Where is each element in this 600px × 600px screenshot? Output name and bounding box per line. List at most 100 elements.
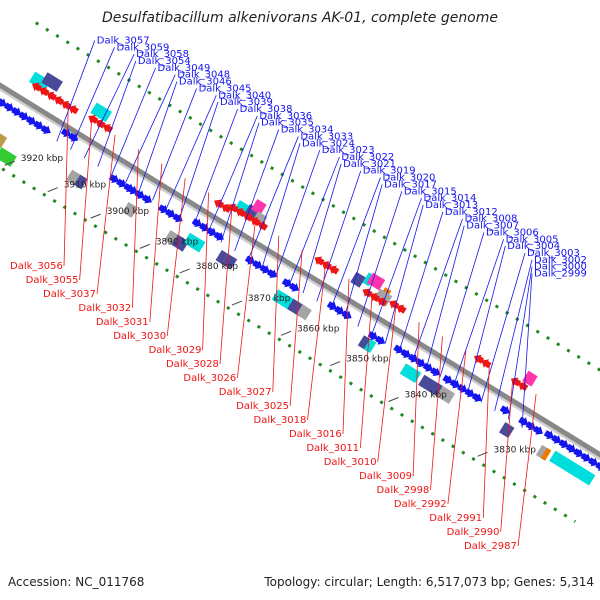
gene-label-Dalk_3014: Dalk_3014 [424,193,477,204]
leader-line-Dalk_3035 [220,122,260,243]
leader-line-Dalk_3020 [330,177,381,310]
track-block-21 [540,447,552,461]
leader-line-Dalk_2991 [482,365,490,519]
forward-gene-arrow-54 [580,452,591,462]
leader-line-Dalk_3022 [289,156,340,285]
leader-line-Dalk_2990 [500,379,514,533]
forward-gene-arrow-32 [367,331,378,341]
scale-label-8: 3840 kbp [404,390,447,400]
forward-gene-arrow-9 [68,132,79,142]
leader-line-Dalk_3056 [63,106,69,267]
forward-gene-arrow-4 [18,111,29,121]
track-block-19 [499,422,515,439]
genome-backbone [0,82,600,461]
forward-gene-arrow-11 [116,178,127,188]
forward-gene-arrow-19 [191,218,202,228]
gene-label-Dalk_3030: Dalk_3030 [113,331,166,342]
forward-gene-arrow-20 [199,222,210,232]
scale-label-0: 3920 kbp [21,154,64,164]
track-block-16 [399,363,422,384]
forward-gene-arrow-51 [558,439,569,449]
reverse-gene-arrow-10 [221,204,232,213]
leader-line-Dalk_3037 [96,134,116,295]
gene-label-Dalk_3048: Dalk_3048 [177,70,230,81]
gene-label-Dalk_2992: Dalk_2992 [394,499,447,510]
gene-label-Dalk_3035: Dalk_3035 [261,118,314,129]
gene-label-Dalk_3029: Dalk_3029 [149,345,202,356]
backbone-line [0,82,600,458]
forward-gene-arrow-38 [422,362,433,372]
track-block-2 [0,147,17,167]
gene-label-Dalk_3027: Dalk_3027 [219,387,272,398]
gene-label-Dalk_3036: Dalk_3036 [259,111,312,122]
track-block-25 [90,102,113,123]
leader-line-Dalk_3015 [357,191,403,327]
scale-tick-6 [280,330,292,336]
scale-label-2: 3900 kbp [107,207,150,217]
gene-label-Dalk_3016: Dalk_3016 [289,429,342,440]
gene-label-Dalk_2991: Dalk_2991 [429,513,482,524]
outer-tick-track [0,165,577,523]
scale-tick-2 [90,213,101,219]
gene-label-Dalk_3057: Dalk_3057 [97,35,150,46]
reverse-gene-arrow-23 [396,304,407,314]
forward-gene-arrow-39 [430,367,441,377]
leader-line-Dalk_3058 [83,53,135,159]
scale-label-5: 3870 kbp [248,294,291,304]
backbone-shadow [0,87,600,461]
leader-line-Dalk_3032 [132,149,139,309]
gene-label-Dalk_3025: Dalk_3025 [236,401,289,412]
leader-line-Dalk_3024 [261,143,301,268]
scale-label-9: 3830 kbp [494,445,537,455]
forward-gene-arrow-10 [108,174,119,183]
forward-gene-arrow-27 [281,278,292,288]
leader-line-Dalk_3021 [302,163,342,294]
leader-line-Dalk_3028 [219,206,233,365]
track-block-30 [350,271,366,288]
leader-line-Dalk_3004 [466,246,506,395]
leader-line-Dalk_3009 [412,322,420,477]
reverse-gene-arrow-19 [362,288,373,298]
gene-label-Dalk_2999: Dalk_2999 [534,269,587,280]
gene-label-Dalk_3024: Dalk_3024 [302,138,355,149]
leader-line-Dalk_3017 [343,184,383,319]
gene-label-Dalk_3033: Dalk_3033 [300,131,353,142]
gene-label-Dalk_3023: Dalk_3023 [322,145,375,156]
inner-tick-track [34,21,600,372]
forward-gene-arrow-50 [551,434,562,444]
gene-label-Dalk_3054: Dalk_3054 [138,56,191,67]
reverse-gene-arrow-12 [235,208,246,218]
leader-line-Dalk_3031 [149,163,163,323]
leader-line-Dalk_3005 [453,239,505,386]
feature-layer [0,82,600,471]
forward-gene-arrow-43 [464,388,475,398]
forward-gene-arrow-40 [442,374,453,384]
forward-gene-arrow-15 [141,194,152,204]
genome-info-text: Topology: circular; Length: 6,517,073 bp… [263,575,594,589]
gene-label-Dalk_3058: Dalk_3058 [136,49,189,60]
forward-gene-arrow-35 [400,349,411,358]
leader-line-Dalk_3036 [206,115,258,235]
forward-gene-arrow-8 [60,128,71,138]
gene-label-Dalk_3000: Dalk_3000 [534,262,587,273]
gene-label-Dalk_3004: Dalk_3004 [507,241,560,252]
track-block-28 [251,199,267,215]
forward-gene-arrow-42 [457,383,468,393]
gene-label-Dalk_3059: Dalk_3059 [116,42,169,53]
leader-line-Dalk_3010 [377,307,397,463]
scale-tick-8 [388,397,399,402]
leader-line-Dalk_3029 [202,192,209,351]
gene-label-Dalk_3020: Dalk_3020 [382,173,435,184]
gene-label-Dalk_3007: Dalk_3007 [466,221,519,232]
gene-label-Dalk_3005: Dalk_3005 [506,234,559,245]
leader-line-Dalk_3008 [412,218,463,361]
track-block-32 [366,272,386,291]
gene-label-Dalk_3006: Dalk_3006 [486,227,539,238]
gene-label-Dalk_3011: Dalk_3011 [306,443,359,454]
track-block-9 [215,249,228,264]
leader-line-Dalk_2992 [447,350,467,505]
gene-label-Dalk_3013: Dalk_3013 [425,200,478,211]
leader-line-Dalk_3016 [342,278,350,435]
forward-gene-arrow-30 [334,305,345,315]
